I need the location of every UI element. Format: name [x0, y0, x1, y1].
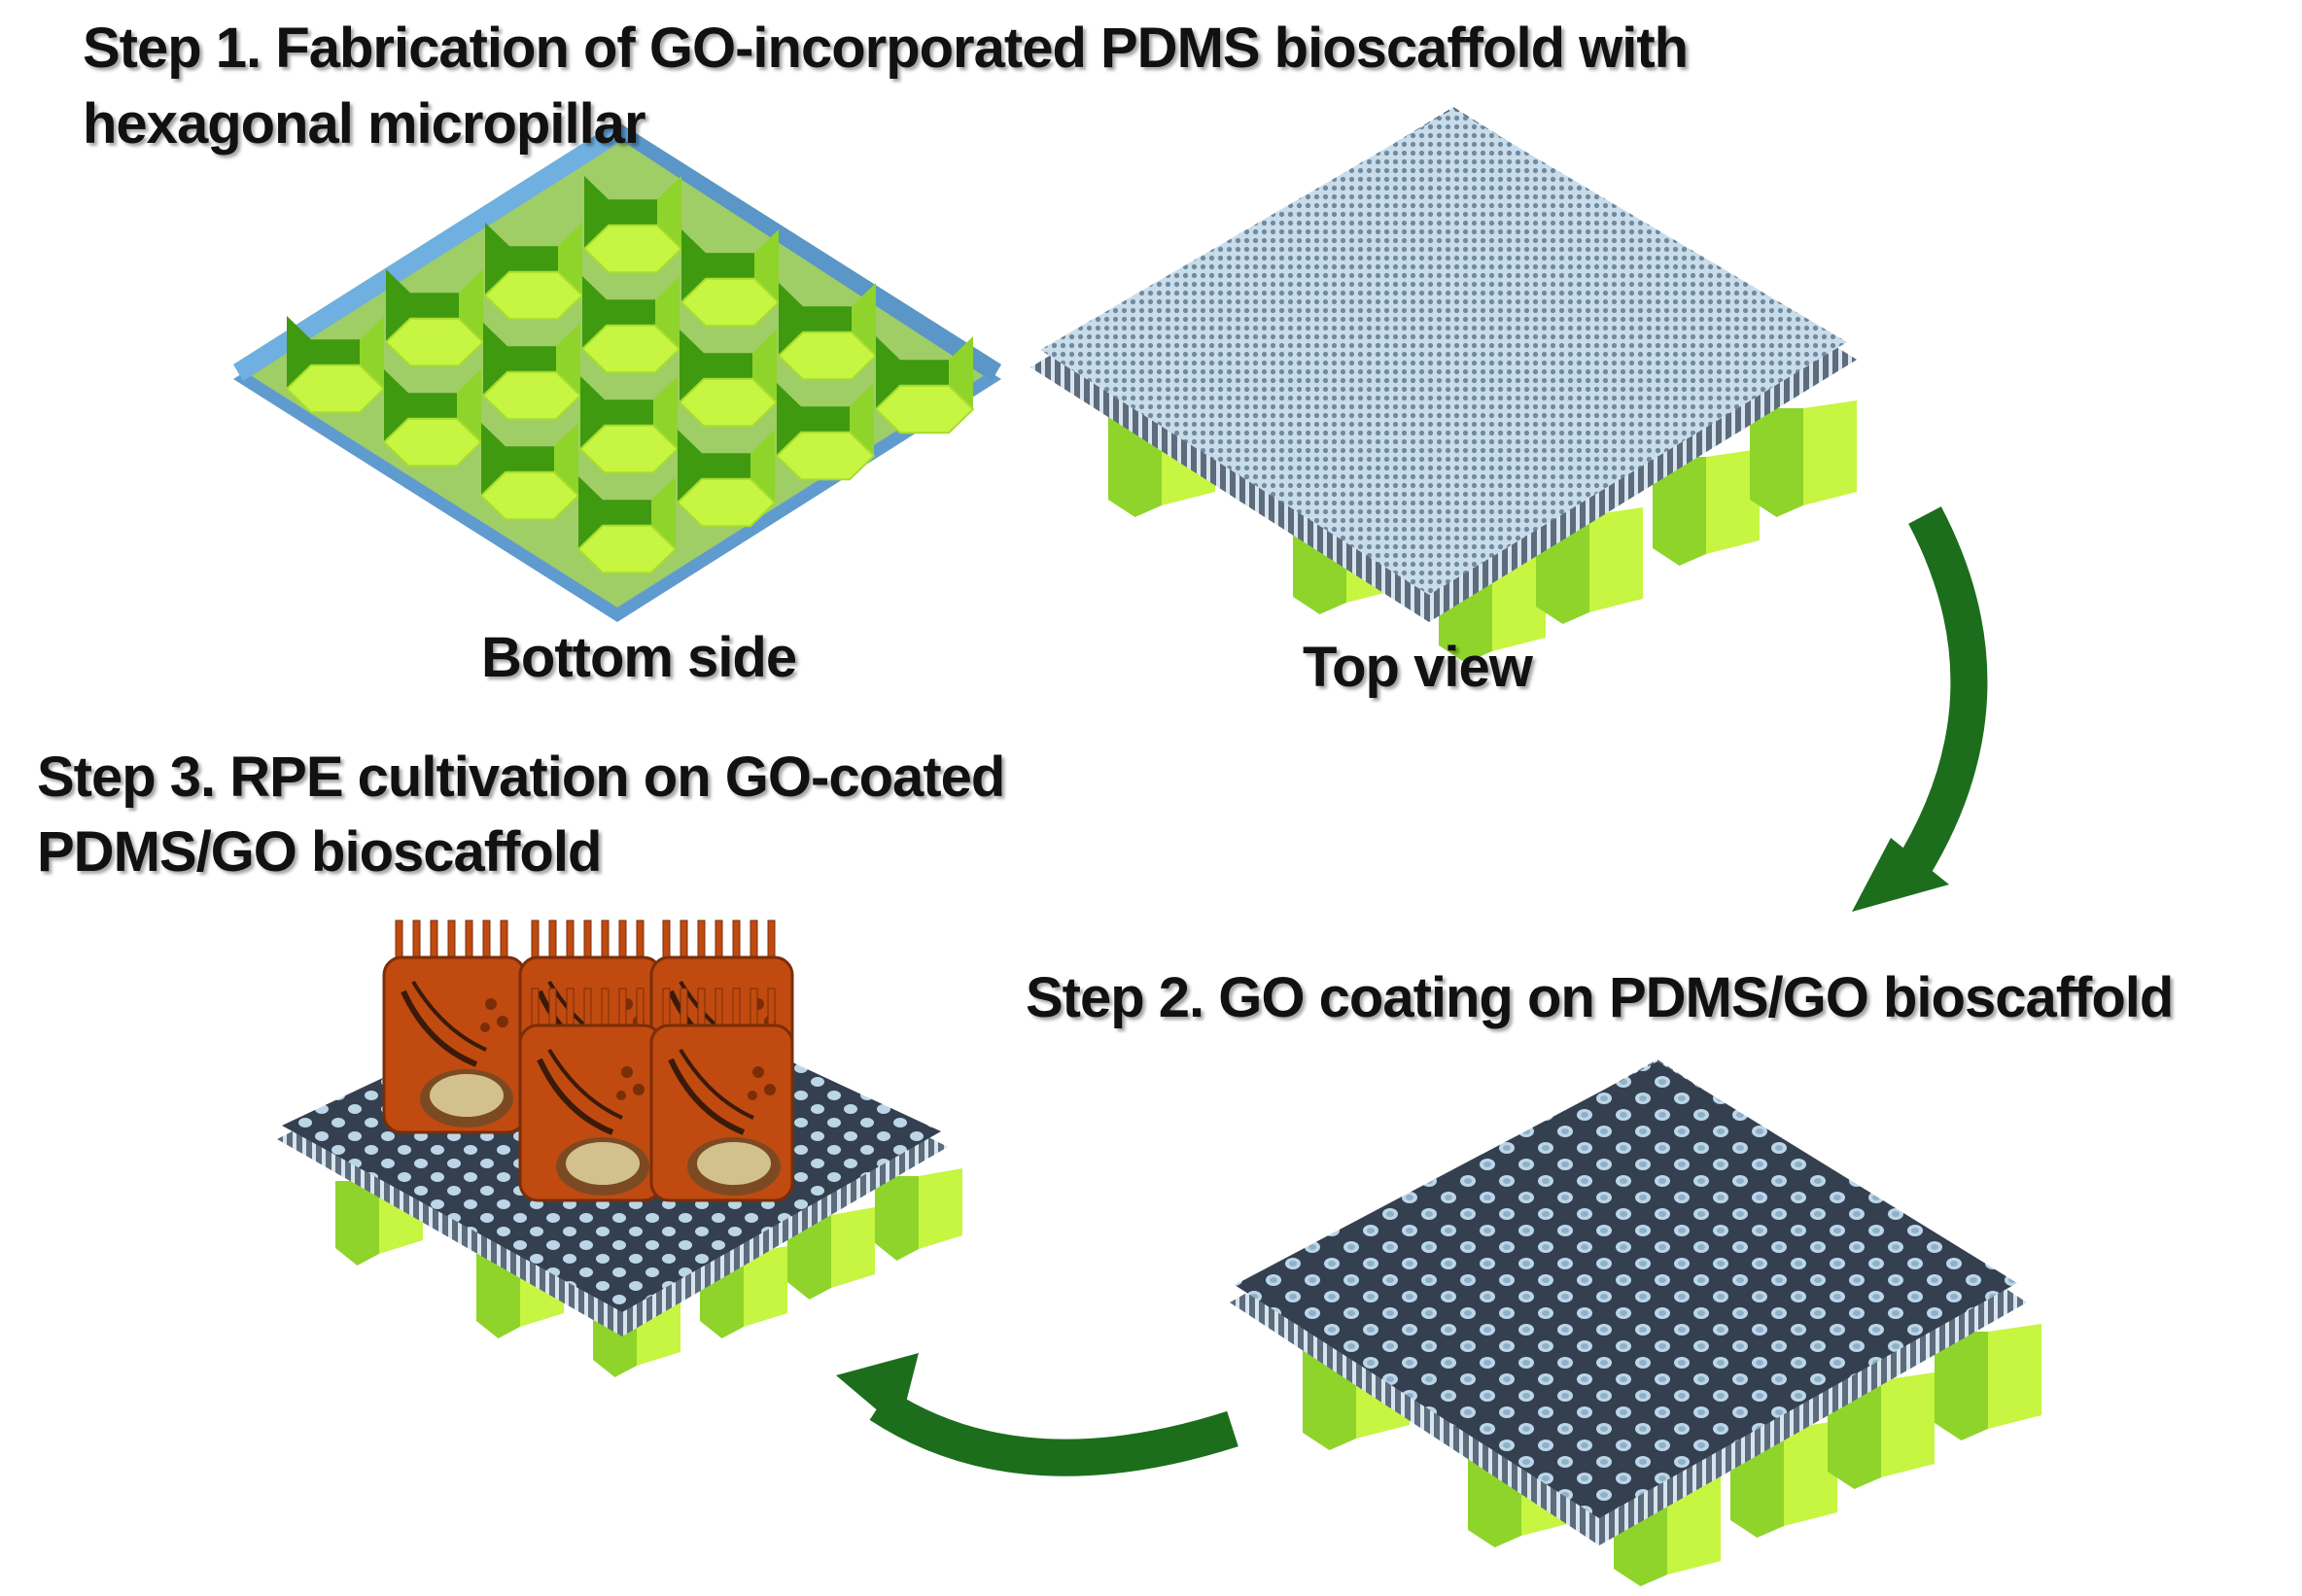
hexagon-pillar-icon	[1935, 1324, 2041, 1440]
caption-bottom-side: Bottom side	[481, 626, 797, 689]
hexagon-pillar-icon	[580, 276, 681, 374]
hexagon-pillar-icon	[384, 269, 485, 367]
hexagon-pillar-icon	[582, 176, 683, 274]
hexagon-pillar-icon	[777, 283, 878, 381]
go-coated-scaffold-illustration	[1230, 1059, 2041, 1586]
step1-title-line1: Step 1. Fabrication of GO-incorporated P…	[83, 17, 1689, 80]
hexagon-pillar-icon	[1750, 400, 1857, 517]
step1-title-line2: hexagonal micropillar	[83, 92, 646, 156]
hexagon-pillar-icon	[382, 369, 483, 468]
step2-title: Step 2. GO coating on PDMS/GO bioscaffol…	[1026, 966, 2174, 1029]
hexagon-pillar-icon	[1653, 449, 1760, 566]
hexagon-pillar-icon	[576, 476, 678, 574]
hexagon-pillar-icon	[285, 316, 386, 414]
rpe-cell-icon	[649, 988, 794, 1202]
caption-top-view: Top view	[1303, 636, 1533, 699]
hexagon-pillar-icon	[775, 383, 876, 481]
hexagon-pillar-icon	[578, 376, 680, 474]
hexagon-pillar-icon	[479, 423, 580, 521]
top-view-illustration	[1030, 107, 1857, 663]
hexagon-pillar-icon	[787, 1207, 875, 1300]
hexagon-pillar-icon	[481, 323, 582, 421]
hexagon-pillar-icon	[483, 223, 584, 321]
rpe-cells	[382, 919, 794, 1202]
hexagon-pillar-icon	[676, 430, 777, 528]
hexagon-pillar-icon	[875, 1168, 962, 1261]
rpe-cell-icon	[382, 919, 527, 1134]
rpe-cultivation-illustration	[277, 919, 962, 1377]
step3-title-line2: PDMS/GO bioscaffold	[37, 820, 602, 884]
rpe-cell-icon	[518, 988, 663, 1202]
curved-arrow-icon	[836, 1353, 1238, 1476]
curved-arrow-icon	[1852, 506, 1988, 912]
hexagon-pillar-icon	[874, 336, 975, 434]
bottom-side-illustration	[233, 121, 1001, 622]
hexagon-pillar-icon	[680, 229, 781, 328]
step3-title-line1: Step 3. RPE cultivation on GO-coated	[37, 746, 1005, 809]
hexagon-pillar-icon	[678, 330, 779, 428]
